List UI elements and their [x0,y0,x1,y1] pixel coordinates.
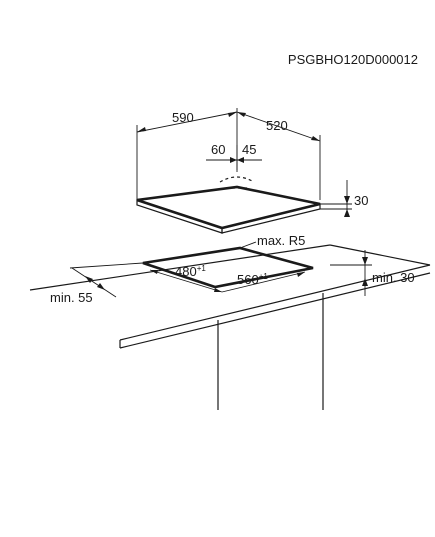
cutout-width-value: 480 [175,264,197,279]
leader-r5 [239,241,257,249]
worktop-thickness-edge [119,272,431,349]
arrowhead [362,278,368,286]
label-cutout-width: 480+1 [175,264,206,279]
worktop-front-edge [119,264,431,341]
arrowhead [97,283,105,290]
cutout-depth-tolerance: +1 [259,272,269,281]
hob-top-surface [136,185,321,230]
dim-line-520 [236,111,321,142]
cutout-width-tolerance: +1 [197,264,207,273]
document-code: PSGBHO120D000012 [288,52,418,67]
arrowhead [297,272,305,277]
arrowhead [137,127,146,132]
arrowhead [214,288,222,292]
label-corner-radius: max. R5 [257,233,305,248]
label-hob-height: 30 [354,193,368,208]
arrowhead [150,270,158,274]
label-hob-depth: 520 [266,118,288,133]
label-gas-inlet-y: 45 [242,142,256,157]
worktop-right-edge [329,244,431,266]
arrowhead [237,112,246,117]
worktop-back-edge [29,244,331,291]
label-hob-width: 590 [172,110,194,125]
arrowhead [228,112,237,117]
cutout-outline [142,246,314,289]
arrowhead [311,136,320,141]
label-min-front: min. 55 [50,290,93,305]
arrowhead [230,157,237,163]
arrowhead [344,196,350,204]
dim-line-480 [149,269,223,293]
arrowhead [344,209,350,217]
dim-line-min55 [71,267,117,298]
worktop-drawing [29,241,431,410]
gas-inlet-marker [219,176,255,183]
dim-line-560 [221,271,306,293]
label-cutout-depth: 560+1 [237,272,268,287]
ext-line-cutout-back [69,262,144,269]
arrowhead [85,276,93,283]
label-gas-inlet-x: 60 [211,142,225,157]
arrowhead [362,257,368,265]
arrowhead [237,157,244,163]
label-min-below: min. 30 [372,270,415,285]
dim-line-590 [136,111,238,133]
hob-drawing [136,108,352,234]
cutout-depth-value: 560 [237,272,259,287]
